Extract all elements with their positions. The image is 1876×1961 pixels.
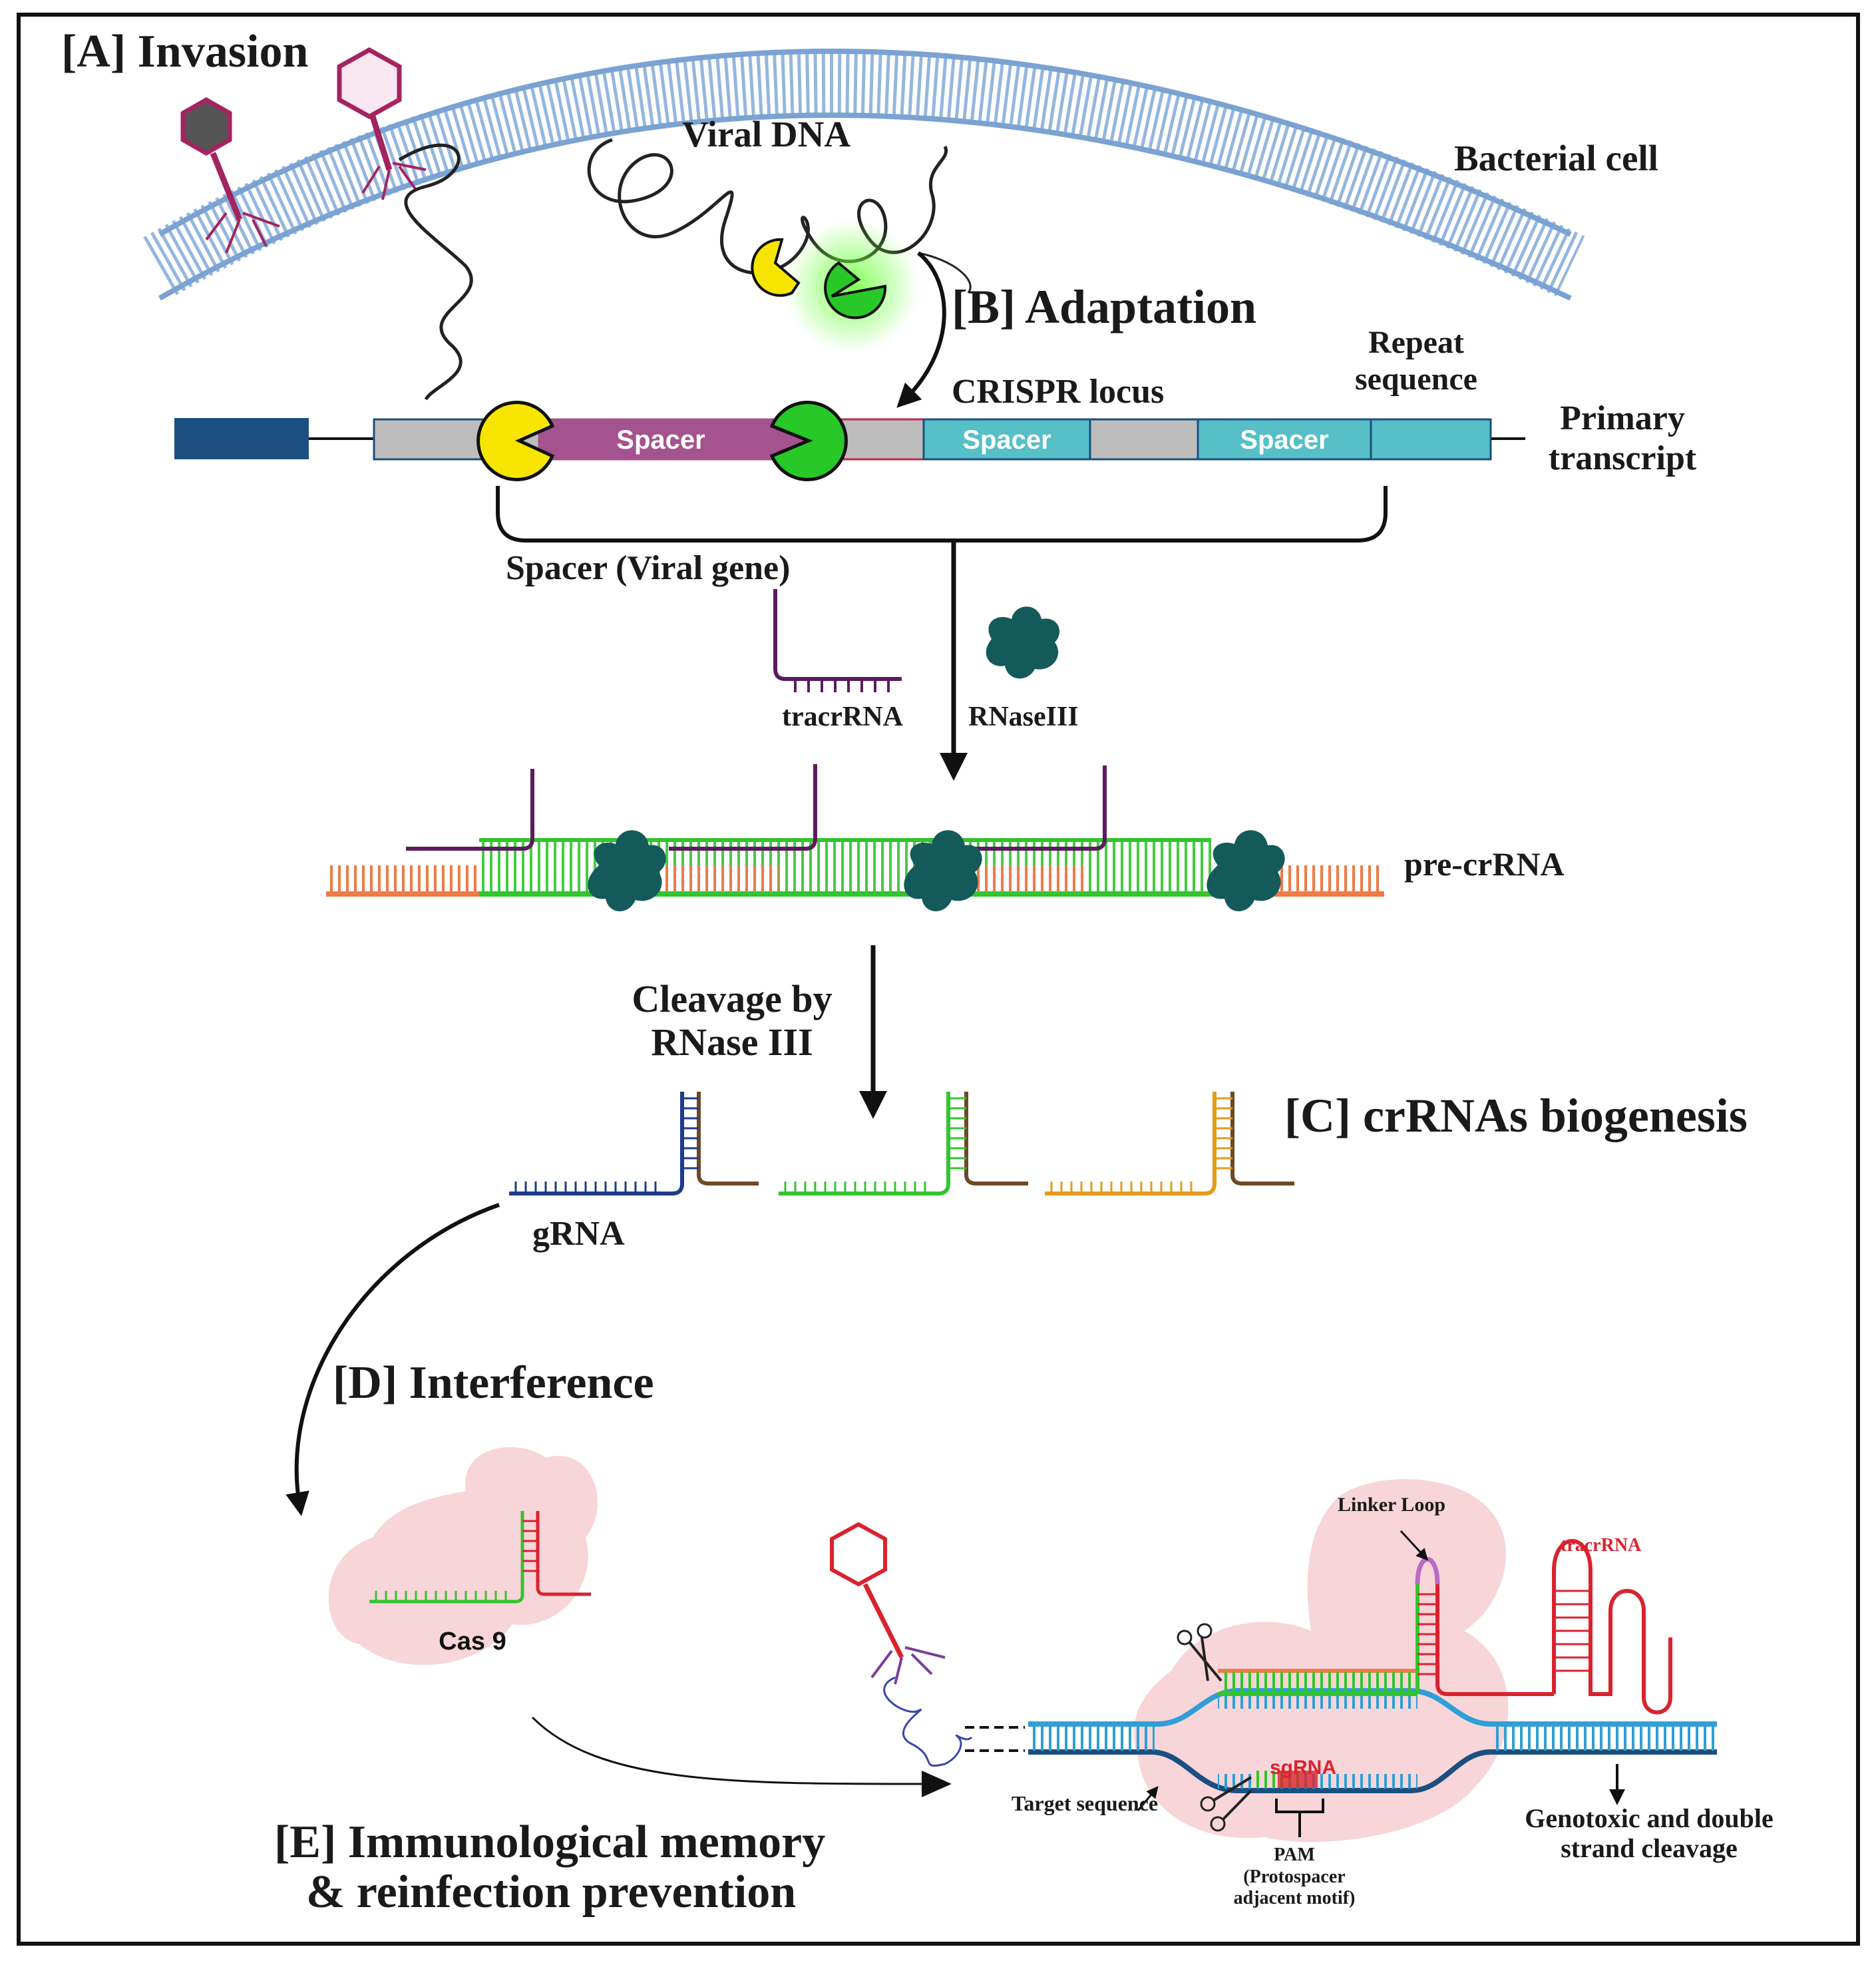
tracrrna-label: tracrRNA <box>782 702 904 732</box>
spacer-label: Spacer <box>616 425 705 455</box>
adaptation-arrow <box>896 251 946 408</box>
rnase-iii-icon <box>986 606 1060 679</box>
cas9-blob-icon <box>328 1447 598 1665</box>
bacterial-cell-label: Bacterial cell <box>1454 138 1658 178</box>
rnase-iii-icon <box>588 830 666 912</box>
cas9-blob-icon <box>1133 1479 1509 1843</box>
primary-transcript-line2: transcript <box>1549 439 1697 477</box>
section-invasion: [A] Invasion <box>61 26 308 77</box>
repeat-label-line1: Repeat <box>1368 325 1464 360</box>
viral-dna-strand <box>587 138 948 275</box>
phage-icon <box>830 1522 946 1685</box>
target-dna <box>1028 1688 1717 1793</box>
section-biogenesis: [C] crRNAs biogenesis <box>1284 1089 1748 1142</box>
sgrna-label: sgRNA <box>1270 1757 1336 1779</box>
rnase-iii-icon <box>1207 830 1285 912</box>
pre-crrna-label: pre-crRNA <box>1404 845 1565 883</box>
interference-arrow <box>285 1203 500 1516</box>
injected-viral-dna <box>883 1676 973 1767</box>
spacer-viral-gene-label: Spacer (Viral gene) <box>506 549 790 587</box>
repeat-segment <box>1370 418 1492 461</box>
spacer-bracket <box>496 486 1388 543</box>
phage-icon <box>180 97 280 254</box>
section-interference: [D] Interference <box>333 1357 654 1409</box>
spacer-segment-2 <box>922 418 1091 461</box>
repeat-label-line2: sequence <box>1355 361 1477 397</box>
section-adaptation: [B] Adaptation <box>952 280 1256 333</box>
tracrrna-icon <box>773 589 902 692</box>
section-memory-line2: & reinfection prevention <box>306 1866 796 1918</box>
spacer-label: Spacer <box>1240 425 1328 455</box>
tracrrna-red-label: tracrRNA <box>1561 1535 1642 1556</box>
viral-dna-label: Viral DNA <box>682 114 850 154</box>
cleavage-label-line2: RNase III <box>651 1020 813 1064</box>
spacer-segment-3 <box>1197 418 1372 461</box>
crispr-locus-label: CRISPR locus <box>952 373 1164 411</box>
scissors-icon <box>1177 1623 1222 1682</box>
phage-icon <box>337 47 427 200</box>
repeat-segment <box>1089 418 1199 461</box>
sgrna-complex <box>1218 1539 1672 1788</box>
cas1-protein <box>751 238 801 297</box>
cas-gene-block <box>174 418 309 459</box>
pam-bracket <box>1275 1799 1324 1837</box>
figure-frame <box>17 13 1860 1946</box>
genotoxic-label-line1: Genotoxic and double <box>1525 1803 1773 1833</box>
cas1-protein <box>476 401 555 481</box>
bacterial-membrane <box>143 49 1585 301</box>
scissors-icon <box>1200 1776 1252 1832</box>
crrna-green <box>779 1092 1028 1196</box>
crrna-orange <box>1045 1092 1294 1196</box>
cas2-protein <box>824 261 887 320</box>
section-memory-line1: [E] Immunological memory <box>274 1817 825 1868</box>
spacer-label: Spacer <box>962 425 1051 455</box>
linker-loop-label: Linker Loop <box>1338 1494 1445 1516</box>
pam-label-line2: (Protospacer <box>1243 1866 1345 1887</box>
crrna-blue <box>509 1092 759 1196</box>
rnaseiii-label: RNaseIII <box>968 702 1079 732</box>
cas9-label: Cas 9 <box>439 1628 506 1655</box>
pam-label-line1: PAM <box>1274 1845 1315 1865</box>
memory-arrow <box>531 1716 926 1785</box>
pam-label-line3: adjacent motif) <box>1234 1888 1356 1908</box>
cas2-protein <box>769 401 848 481</box>
genotoxic-label-line2: strand cleavage <box>1561 1833 1738 1863</box>
rnase-iii-icon <box>904 830 982 912</box>
grna-label: gRNA <box>532 1215 625 1253</box>
target-sequence-label: Target sequence <box>1012 1791 1158 1815</box>
cas9-guide-rna <box>369 1511 591 1604</box>
cleavage-label-line1: Cleavage by <box>632 977 832 1020</box>
injected-viral-dna <box>398 143 473 401</box>
primary-transcript-line1: Primary <box>1560 399 1685 437</box>
